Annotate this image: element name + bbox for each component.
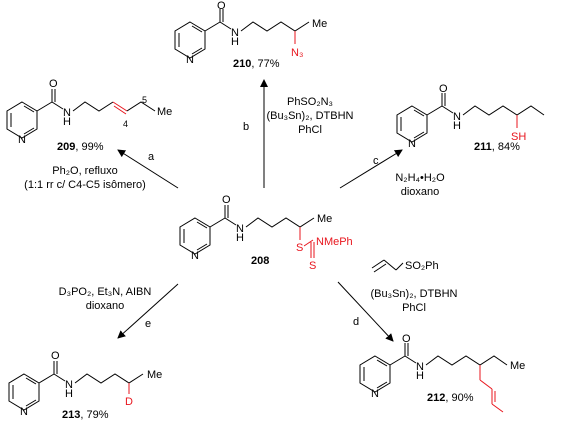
reaction-b-conditions-3: PhCl [298, 124, 322, 136]
svg-text:D: D [125, 396, 133, 408]
reaction-b-conditions-2: (Bu₃Sn)₂, DTBHN [266, 110, 354, 122]
svg-text:Me: Me [157, 106, 172, 118]
label-208: 208 [251, 255, 270, 267]
reaction-b-letter: b [243, 121, 250, 133]
locant-4: 4 [123, 119, 129, 129]
atom-me: Me [317, 213, 332, 225]
svg-text:Me: Me [147, 369, 162, 381]
reaction-a-conditions-1: Ph₂O, refluxo [52, 165, 118, 177]
svg-text:H: H [416, 370, 424, 382]
svg-text:O: O [439, 83, 448, 95]
molecule-209: N O N H Me [6, 78, 172, 146]
svg-text:N: N [18, 134, 26, 146]
svg-text:O: O [402, 333, 411, 345]
atom-s-2: S [309, 260, 316, 272]
label-210: 210, 77% [233, 58, 280, 70]
reaction-b-conditions-1: PhSO₂N₃ [286, 96, 334, 108]
svg-text:N: N [186, 54, 194, 66]
svg-text:N₃: N₃ [291, 47, 303, 59]
svg-text:H: H [63, 116, 71, 128]
label-212: 212, 90% [427, 392, 474, 404]
arrow-a [117, 149, 179, 189]
molecule-211: N O N H SH [396, 83, 545, 150]
svg-text:N: N [371, 388, 379, 400]
svg-text:SH: SH [511, 131, 526, 143]
atom-s-1: S [296, 242, 303, 254]
allyl-sulfone-structure [371, 259, 404, 273]
label-211: 211, 84% [474, 141, 520, 153]
reaction-a-conditions-2: (1:1 rr c/ C4-C5 isômero) [24, 179, 146, 191]
atom-n-pyridine: N [191, 250, 199, 262]
reaction-d-letter: d [353, 316, 360, 328]
svg-text:N: N [63, 107, 71, 119]
reaction-d-conditions-3: PhCl [402, 302, 426, 314]
locant-5: 5 [142, 95, 148, 105]
molecule-210: N O N H Me N₃ [174, 0, 327, 66]
reaction-e-conditions-1: D₃PO₂, Et₃N, AIBN [58, 286, 152, 298]
svg-text:O: O [49, 78, 58, 90]
reaction-c-letter: c [373, 155, 379, 167]
svg-text:Me: Me [312, 18, 327, 30]
svg-text:H: H [231, 36, 239, 48]
svg-text:N: N [20, 406, 28, 418]
svg-text:H: H [65, 388, 73, 400]
svg-text:O: O [217, 0, 226, 12]
arrow-e [117, 283, 179, 339]
atom-h: H [236, 232, 244, 244]
reaction-c-conditions-1: N₂H₄•H₂O [395, 172, 445, 184]
svg-text:H: H [453, 120, 461, 132]
reaction-c-conditions-2: dioxano [400, 186, 440, 198]
atom-n-amide: N [236, 223, 244, 235]
arrow-d [337, 281, 394, 342]
label-213: 213, 79% [62, 409, 109, 421]
svg-text:O: O [51, 350, 60, 362]
svg-text:N: N [65, 379, 73, 391]
molecule-212: N O N H Me [359, 333, 525, 413]
reaction-a-letter: a [148, 151, 155, 163]
svg-text:N: N [408, 138, 416, 150]
svg-text:N: N [416, 361, 424, 373]
label-209: 209, 99% [57, 141, 104, 153]
svg-text:N: N [453, 111, 461, 123]
molecule-213: N O N H Me D [8, 350, 162, 418]
atom-nmeph: NMePh [316, 236, 353, 248]
molecule-208: N O N H Me S NMePh S [179, 194, 353, 272]
reaction-e-conditions-2: dioxano [85, 300, 125, 312]
reaction-e-letter: e [145, 318, 152, 330]
arrow-c [339, 149, 403, 189]
svg-text:N: N [231, 27, 239, 39]
svg-text:Me: Me [510, 360, 525, 372]
reaction-d-conditions-2: (Bu₃Sn)₂, DTBHN [370, 288, 458, 300]
reaction-d-reagent: SO₂Ph [405, 260, 439, 272]
atom-o: O [222, 194, 231, 206]
